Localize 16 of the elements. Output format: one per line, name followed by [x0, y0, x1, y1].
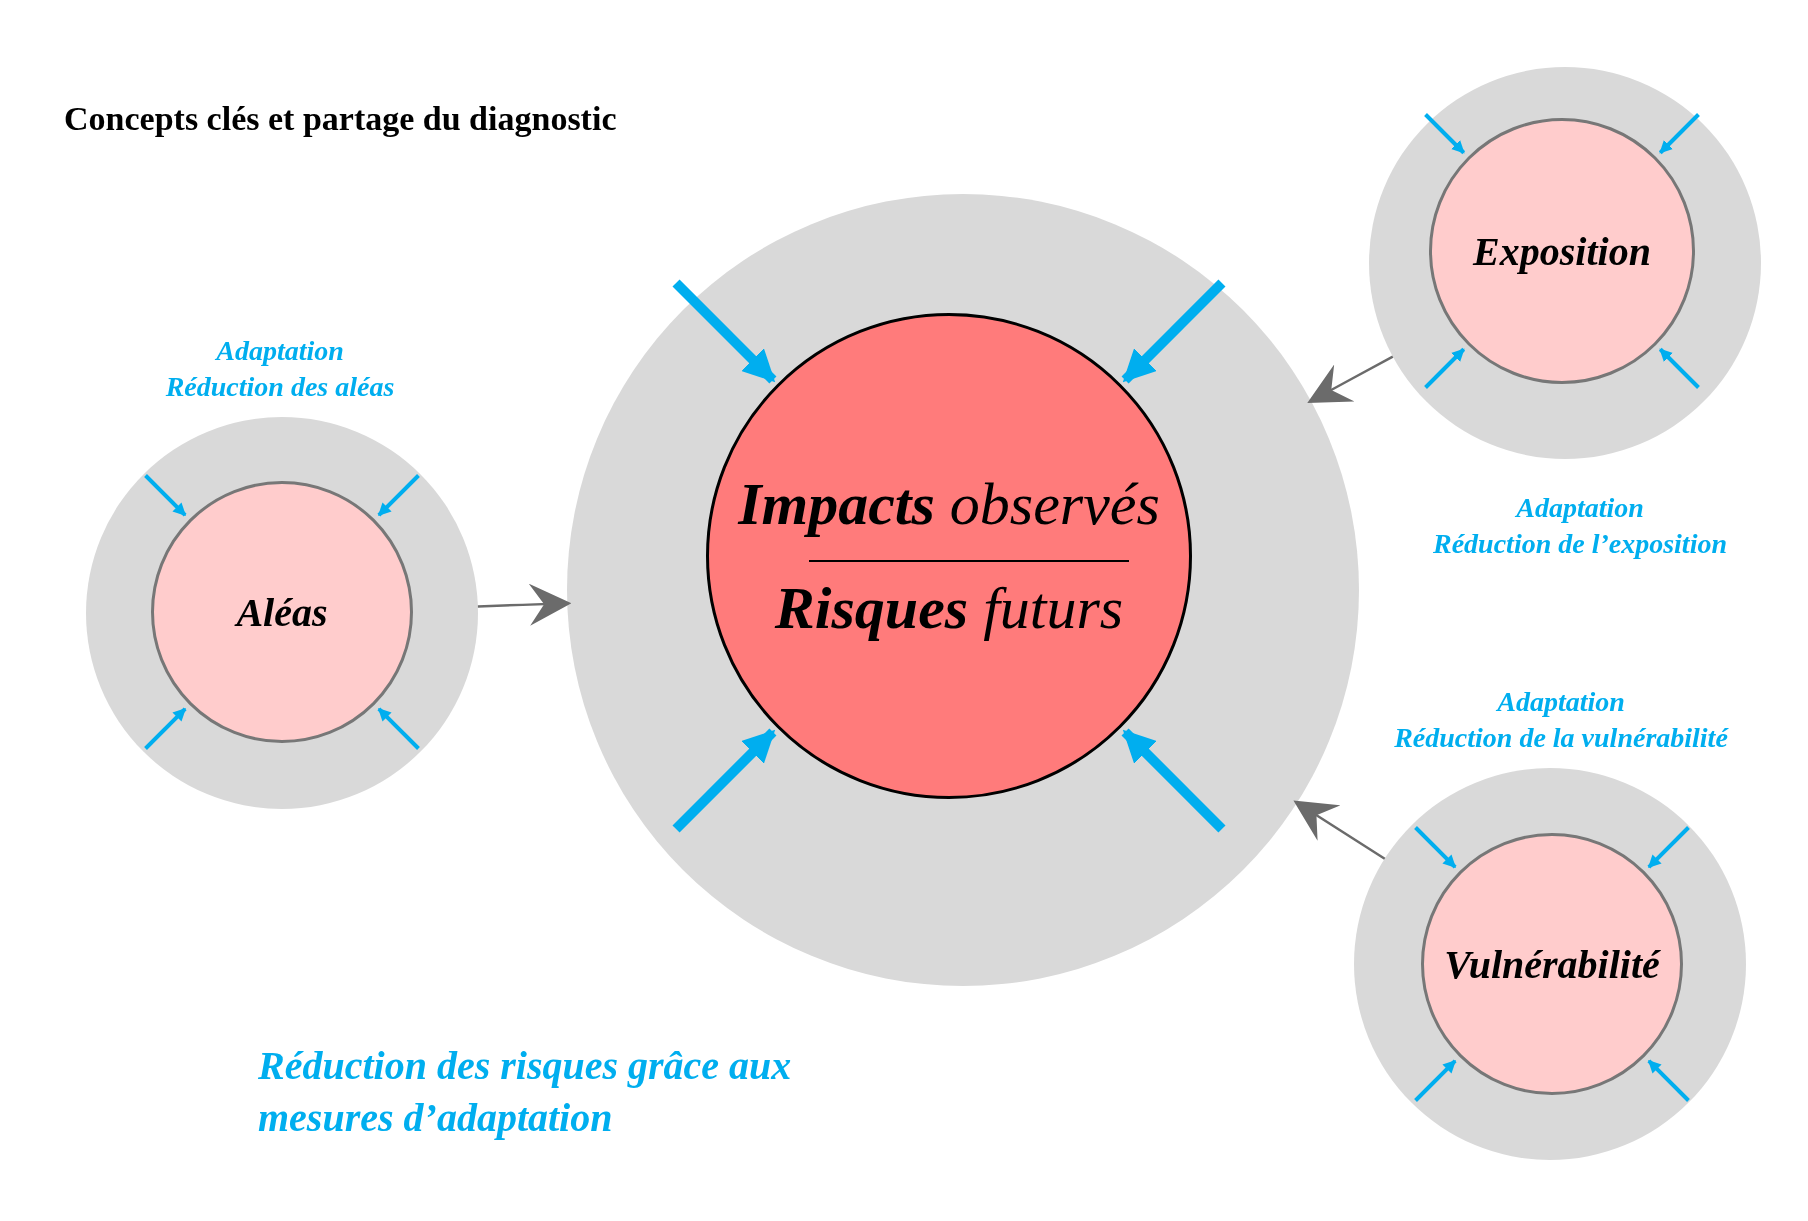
- adaptation-note: Réduction des aléas: [164, 371, 396, 403]
- adaptation-note: Adaptation: [1514, 492, 1645, 524]
- adaptation-note: Réduction de la vulnérabilité: [1393, 722, 1730, 754]
- concept-label: Impacts observés: [738, 469, 1160, 539]
- diagram-title: Concepts clés et partage du diagnostic: [64, 100, 617, 138]
- concept-label: Risques futurs: [774, 573, 1124, 643]
- chevron-arrow: [1307, 355, 1394, 403]
- concept-label: Exposition: [1473, 227, 1651, 275]
- caption-note: Réduction des risques grâce aux mesures d’adaptation: [258, 1042, 793, 1142]
- adaptation-note: Réduction de l’exposition: [1432, 528, 1728, 560]
- chevron-arrow: [1293, 800, 1386, 860]
- adaptation-note: Adaptation: [214, 335, 345, 367]
- concept-label: Aléas: [236, 588, 328, 636]
- concept-label: Vulnérabilité: [1444, 940, 1660, 988]
- adaptation-note: Adaptation: [1495, 686, 1626, 718]
- chevron-arrow: [477, 583, 572, 626]
